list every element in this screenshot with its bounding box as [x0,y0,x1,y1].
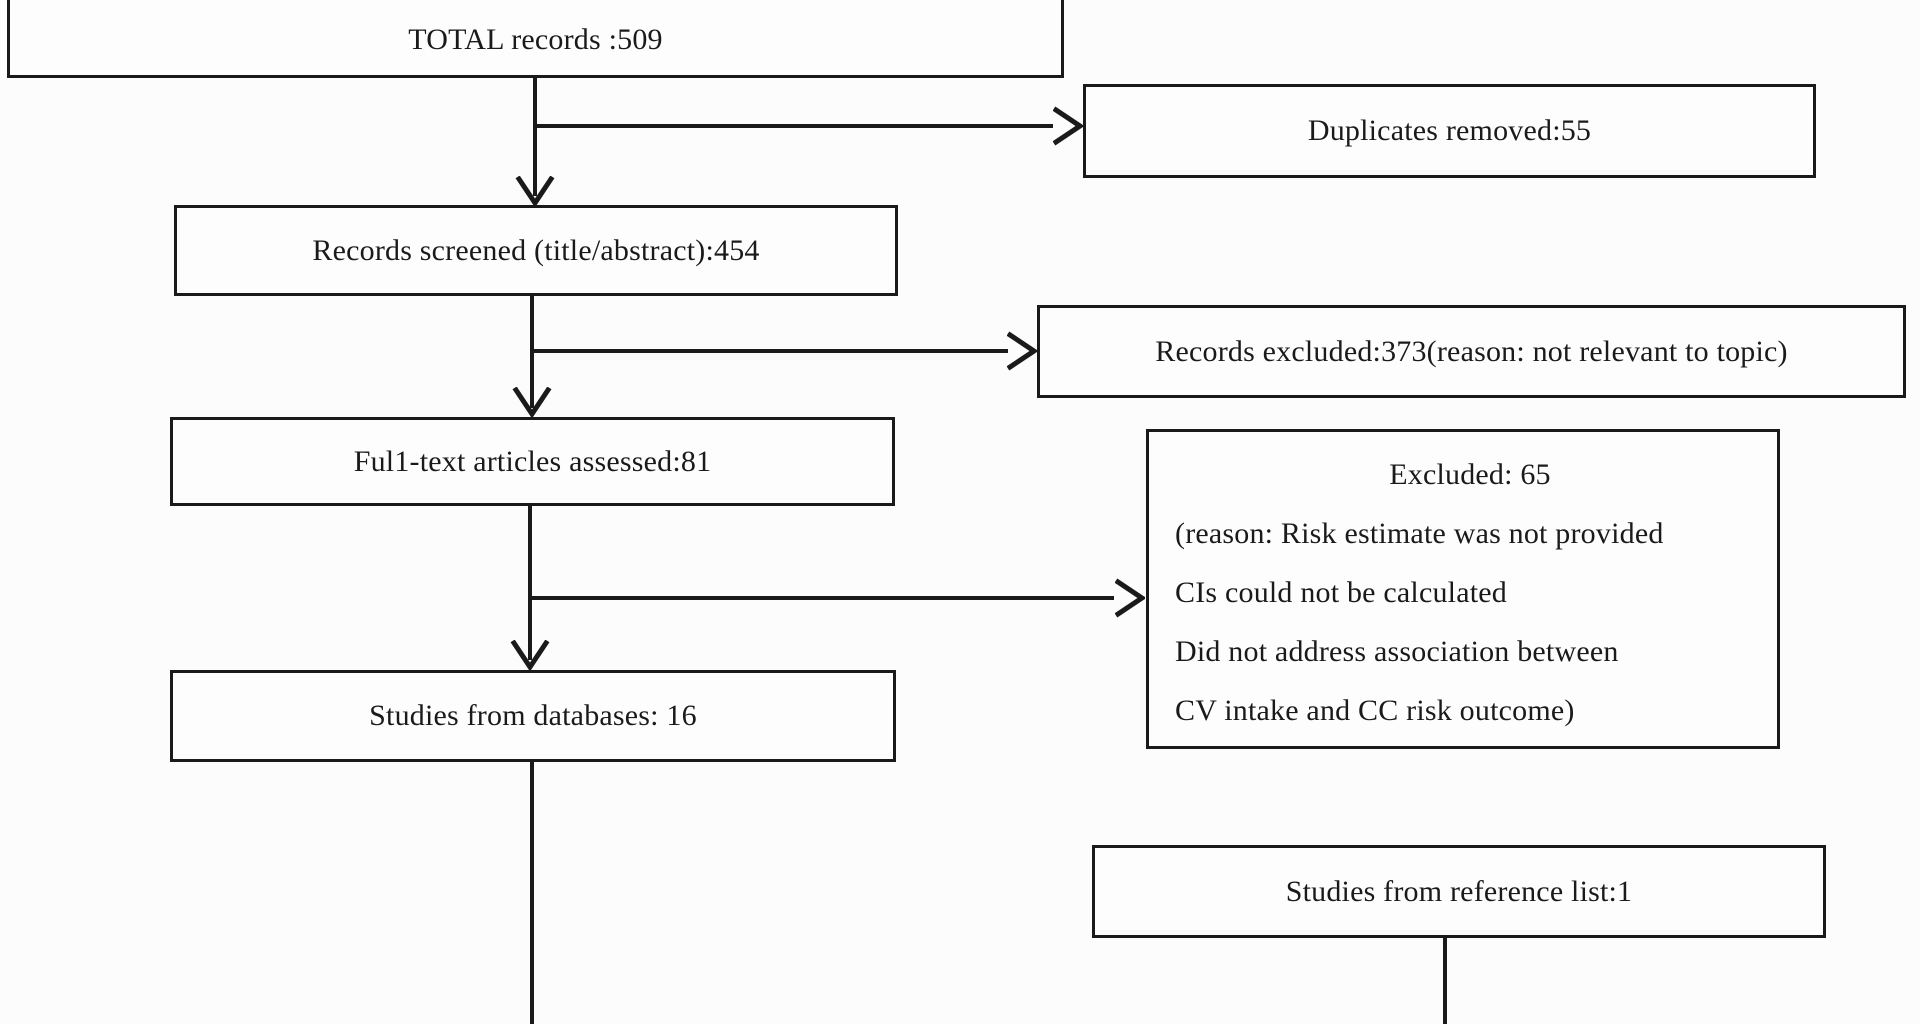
box-total-records: TOTAL records :509 [7,0,1064,78]
box-studies-from-reference-list-label: Studies from reference list:1 [1285,874,1633,908]
arrowhead-right-icon [1007,331,1037,371]
box-fulltext-assessed: Ful1-text articles assessed:81 [170,417,895,506]
flow-line-reference-continued [1443,938,1447,1024]
flow-line-to-fulltext-excluded [530,596,1114,600]
arrowhead-right-icon [1115,578,1145,618]
flow-line-fulltext-to-databases [528,506,532,660]
box-duplicates-removed: Duplicates removed:55 [1083,84,1816,178]
flow-line-to-duplicates [535,124,1053,128]
box-duplicates-removed-label: Duplicates removed:55 [1307,114,1592,147]
box-records-screened-label: Records screened (title/abstract):454 [312,233,760,267]
box-records-excluded: Records excluded:373(reason: not relevan… [1037,305,1906,398]
arrowhead-down-icon [515,176,555,206]
box-fulltext-excluded-reason-line: CV intake and CC risk outcome) [1175,694,1575,727]
flow-line-total-to-screened [533,78,537,196]
box-studies-from-databases: Studies from databases: 16 [170,670,896,762]
arrowhead-down-icon [512,387,552,417]
box-fulltext-assessed-label: Ful1-text articles assessed:81 [353,444,712,478]
box-fulltext-excluded-reason-line: Did not address association between [1175,635,1619,668]
arrowhead-right-icon [1053,106,1083,146]
box-records-screened: Records screened (title/abstract):454 [174,205,898,296]
arrowhead-down-icon [510,640,550,670]
box-fulltext-excluded-reason-line: (reason: Risk estimate was not provided [1175,517,1664,550]
box-total-records-label: TOTAL records :509 [408,23,663,56]
box-records-excluded-label: Records excluded:373(reason: not relevan… [1155,334,1788,368]
flow-line-databases-continued [530,762,534,1024]
box-studies-from-reference-list: Studies from reference list:1 [1092,845,1826,938]
box-fulltext-excluded: Excluded: 65 (reason: Risk estimate was … [1146,429,1780,749]
box-studies-from-databases-label: Studies from databases: 16 [369,699,697,732]
box-fulltext-excluded-title: Excluded: 65 [1389,458,1551,491]
flow-line-to-records-excluded [532,349,1008,353]
box-fulltext-excluded-reason-line: CIs could not be calculated [1175,576,1507,609]
